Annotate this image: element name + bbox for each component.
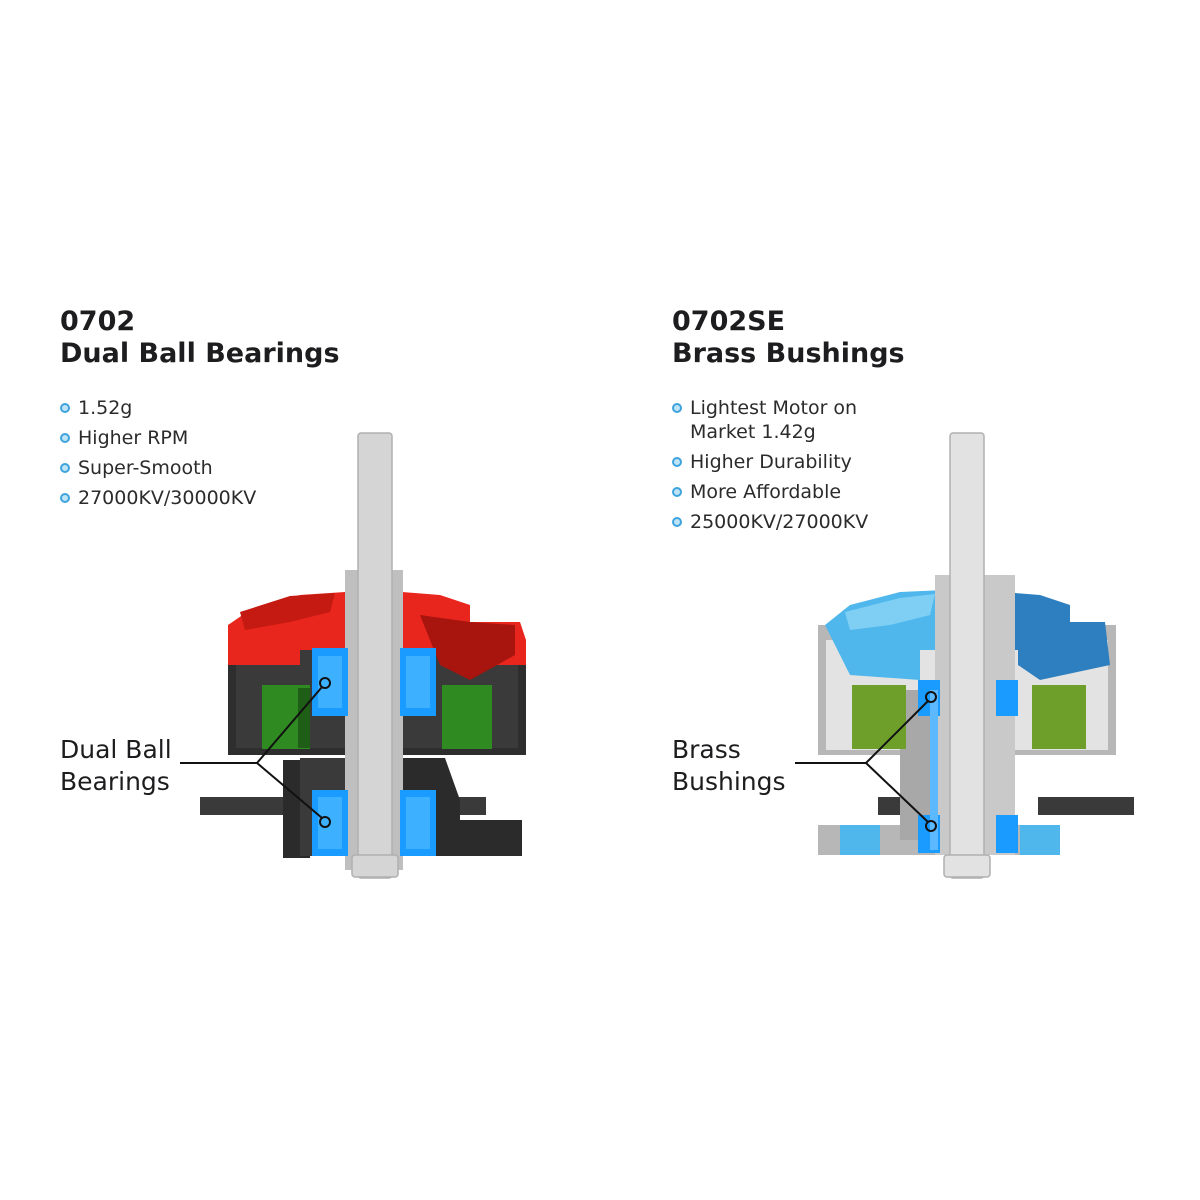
right-bushing-bottom bbox=[996, 815, 1018, 853]
left-panel: 0702 Dual Ball Bearings 1.52g Higher RPM… bbox=[60, 306, 526, 879]
left-feature-list: 1.52g Higher RPM Super-Smooth 27000KV/30… bbox=[60, 396, 256, 516]
bullet-icon bbox=[60, 463, 70, 473]
left-mount-arm bbox=[200, 797, 288, 815]
right-callout-leader bbox=[795, 700, 929, 823]
right-shaft bbox=[949, 432, 985, 879]
left-feature-item: Super-Smooth bbox=[60, 456, 256, 480]
bullet-icon bbox=[60, 403, 70, 413]
right-panel: 0702SE Brass Bushings Lightest Motor on … bbox=[600, 0, 1200, 1200]
right-magnet bbox=[852, 685, 906, 749]
left-feature-item: Higher RPM bbox=[60, 426, 256, 450]
left-feature-item: 27000KV/30000KV bbox=[60, 486, 256, 510]
left-model-title: Dual Ball Bearings bbox=[60, 338, 340, 369]
left-shaft bbox=[357, 432, 393, 879]
bullet-icon bbox=[672, 487, 682, 497]
left-magnet bbox=[442, 685, 492, 749]
right-bell bbox=[1002, 592, 1110, 680]
right-mount-arm bbox=[1038, 797, 1134, 815]
left-model-name: 0702 bbox=[60, 306, 136, 337]
bullet-icon bbox=[672, 517, 682, 527]
right-model-name: 0702SE bbox=[672, 306, 786, 337]
left-callout-leader bbox=[180, 686, 323, 819]
right-feature-item: More Affordable bbox=[672, 480, 902, 504]
right-feature-item: 25000KV/27000KV bbox=[672, 510, 902, 534]
right-bushing-top bbox=[996, 680, 1018, 716]
bullet-icon bbox=[60, 433, 70, 443]
right-feature-item: Lightest Motor on Market 1.42g bbox=[672, 396, 902, 444]
right-feature-list: Lightest Motor on Market 1.42g Higher Du… bbox=[672, 396, 902, 540]
bullet-icon bbox=[672, 457, 682, 467]
right-model-title: Brass Bushings bbox=[672, 338, 905, 369]
left-callout-label: Dual Ball Bearings bbox=[60, 735, 172, 796]
bullet-icon bbox=[672, 403, 682, 413]
right-magnet bbox=[1032, 685, 1086, 749]
right-motor-cutaway-diagram bbox=[795, 432, 1134, 879]
left-motor-cutaway-diagram bbox=[180, 432, 526, 879]
right-callout-label: Brass Bushings bbox=[672, 735, 786, 796]
bullet-icon bbox=[60, 493, 70, 503]
left-feature-item: 1.52g bbox=[60, 396, 256, 420]
right-feature-item: Higher Durability bbox=[672, 450, 902, 474]
